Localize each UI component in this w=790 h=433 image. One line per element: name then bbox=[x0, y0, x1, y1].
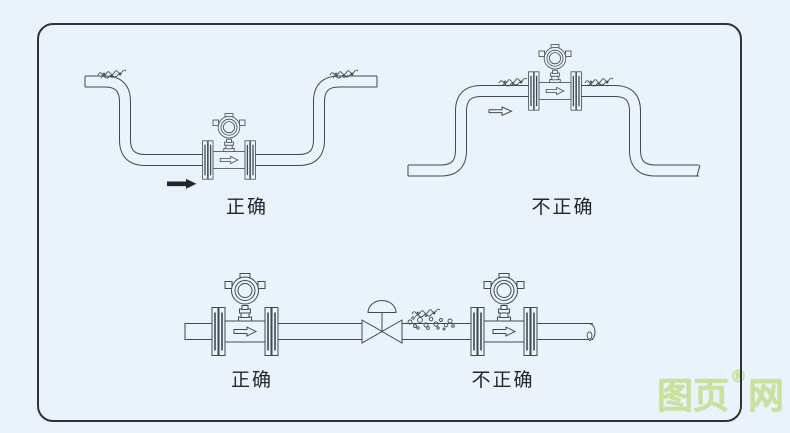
flowmeter-icon bbox=[527, 43, 583, 111]
air-pocket-squiggle bbox=[584, 77, 614, 87]
pipe-end-cap bbox=[588, 323, 596, 341]
label-correct-bottom: 正确 bbox=[230, 369, 274, 391]
valve-actuator-dome bbox=[367, 300, 397, 313]
air-pocket-squiggle bbox=[411, 308, 441, 318]
flowmeter-icon bbox=[470, 272, 538, 357]
flow-arrow-outline bbox=[488, 106, 513, 117]
registered-trademark-icon: ® bbox=[730, 367, 748, 387]
watermark-text-left: 图页 bbox=[657, 376, 730, 417]
watermark-logo: 图页®网 bbox=[657, 369, 785, 417]
flowmeter-icon bbox=[211, 272, 279, 357]
label-incorrect-bottom: 不正确 bbox=[471, 369, 535, 391]
pipe-top-right bbox=[407, 85, 701, 177]
valve-icon bbox=[361, 300, 403, 344]
flowmeter-icon bbox=[201, 112, 257, 180]
flow-arrow-solid bbox=[167, 178, 197, 189]
label-correct-top-left: 正确 bbox=[225, 196, 269, 218]
label-incorrect-top-right: 不正确 bbox=[531, 196, 595, 218]
watermark-text-right: 网 bbox=[748, 376, 785, 417]
air-pocket-squiggle bbox=[498, 77, 528, 87]
